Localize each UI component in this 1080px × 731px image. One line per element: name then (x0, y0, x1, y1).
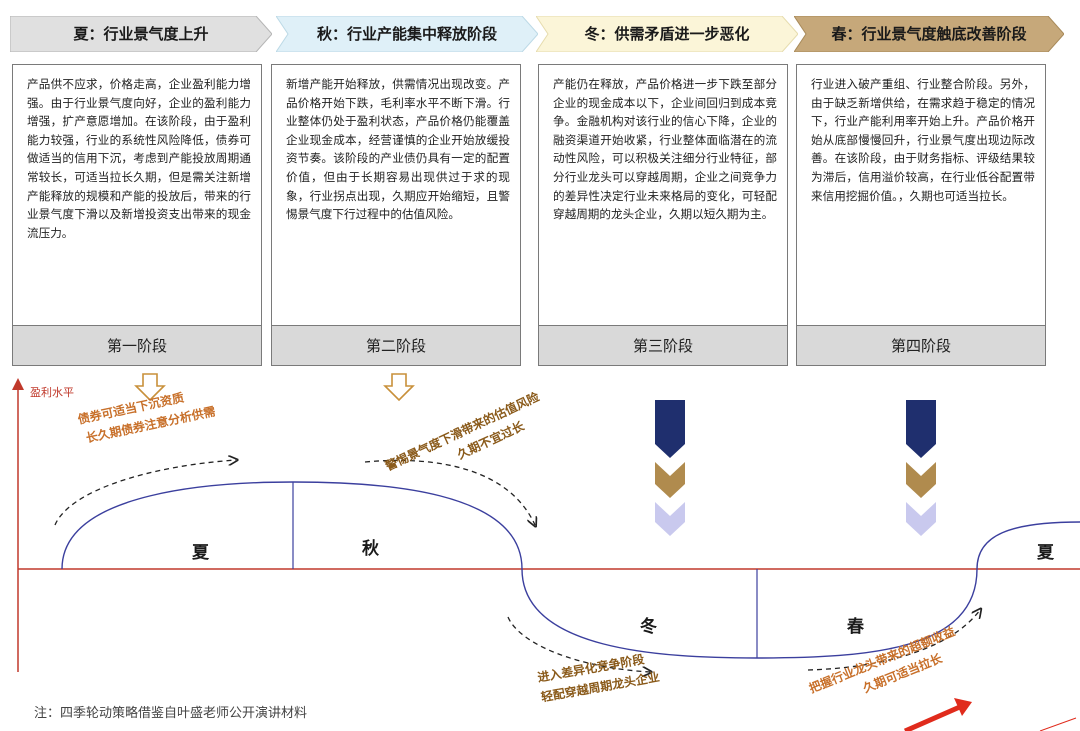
navy-chevron-icon (906, 400, 936, 458)
stage-3-box: 产能仍在释放，产品价格进一步下跌至部分企业的现金成本以下，企业间回归到成本竞争。… (538, 64, 788, 326)
stage-4-box: 行业进入破产重组、行业整合阶段。另外，由于缺乏新增供给，在需求趋于稳定的情况下，… (796, 64, 1046, 326)
chevron-stack-spring (906, 400, 936, 536)
stage-1-box: 产品供不应求，价格走高，企业盈利能力增强。由于行业景气度向好，企业的盈利能力增强… (12, 64, 262, 326)
season-summer-next: 夏 (1037, 543, 1054, 563)
stage-2-box: 新增产能开始释放，供需情况出现改变。产品价格开始下跌，毛利率水平不断下滑。行业整… (271, 64, 521, 326)
season-spring: 春 (847, 617, 864, 637)
dashed-arrow-summer (54, 460, 236, 526)
banner-winter: 冬：供需矛盾进一步恶化 (536, 16, 798, 52)
banner-winter-label: 冬：供需矛盾进一步恶化 (584, 25, 750, 43)
stage-2-label: 第二阶段 (271, 326, 521, 366)
navy-chevron-icon (655, 400, 685, 458)
banner-spring: 春：行业景气度触底改善阶段 (794, 16, 1064, 52)
dashed-arrow-autumn (364, 459, 535, 525)
season-summer: 夏 (192, 543, 209, 563)
season-winter: 冬 (640, 617, 657, 637)
hollow-arrow-down-icon (383, 373, 415, 402)
lavender-chevron-icon (655, 502, 685, 536)
banner-summer: 夏：行业景气度上升 (10, 16, 272, 52)
footnote: 注：四季轮动策略借鉴自叶盛老师公开演讲材料 (34, 706, 308, 721)
y-axis-label: 盈利水平 (30, 386, 74, 399)
stage-3-label: 第三阶段 (538, 326, 788, 366)
red-trend-arrow-icon (903, 703, 964, 731)
chevron-stack-winter (655, 400, 685, 536)
gold-chevron-icon (655, 462, 685, 498)
hollow-arrow-down-icon (134, 373, 166, 402)
stage-4-label: 第四阶段 (796, 326, 1046, 366)
stage-4-text: 行业进入破产重组、行业整合阶段。另外，由于缺乏新增供给，在需求趋于稳定的情况下，… (811, 77, 1035, 203)
banner-summer-label: 夏：行业景气度上升 (73, 25, 209, 43)
dashed-arrow-spring (807, 610, 980, 671)
season-autumn: 秋 (362, 539, 379, 559)
lavender-chevron-icon (906, 502, 936, 536)
banner-autumn: 秋：行业产能集中释放阶段 (276, 16, 538, 52)
cycle-curve-upper (61, 481, 523, 570)
cycle-curve-next (976, 521, 1080, 570)
gold-chevron-icon (906, 462, 936, 498)
stage-1-label: 第一阶段 (12, 326, 262, 366)
banner-autumn-label: 秋：行业产能集中释放阶段 (316, 25, 497, 43)
stage-3-text: 产能仍在释放，产品价格进一步下跌至部分企业的现金成本以下，企业间回归到成本竞争。… (553, 77, 777, 222)
banner-spring-label: 春：行业景气度触底改善阶段 (831, 25, 1027, 43)
dashed-arrow-winter (507, 616, 650, 672)
stage-1-text: 产品供不应求，价格走高，企业盈利能力增强。由于行业景气度向好，企业的盈利能力增强… (27, 77, 251, 240)
stage-2-text: 新增产能开始释放，供需情况出现改变。产品价格开始下跌，毛利率水平不断下滑。行业整… (286, 77, 510, 222)
